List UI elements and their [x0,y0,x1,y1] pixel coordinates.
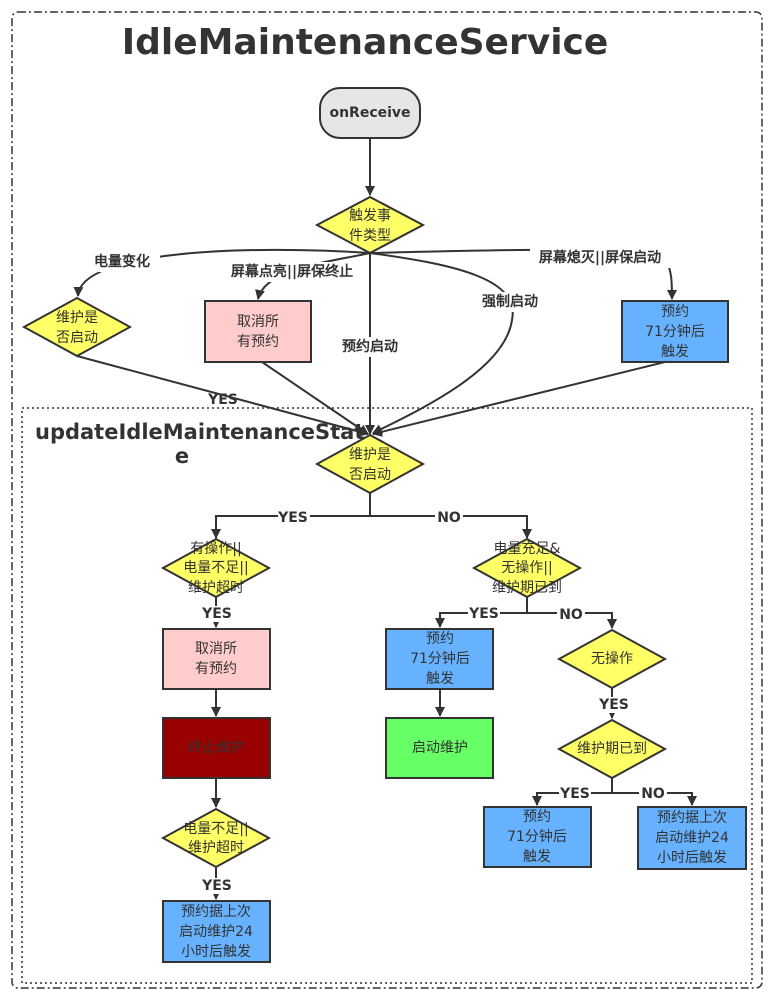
node-label: 预约 [426,631,454,647]
edge-label-no: NO [559,607,583,623]
node-label: 维护超时 [188,580,244,596]
node-cond-start[interactable]: 电量充足& 无操作|| 维护期已到 [471,537,583,599]
node-label: 触发 [661,344,689,360]
edge-label-scheduled-start: 预约启动 [342,338,398,355]
diagram-title: IdleMaintenanceService [122,22,609,63]
service-boundary [11,11,763,989]
node-trigger-type[interactable]: 触发事 件类型 [314,195,426,255]
node-label: 预约据上次 [657,810,727,826]
subprocess-title: updateIdleMaintenanceStat [35,420,364,444]
node-label: 维护期已到 [577,741,647,757]
node-label: 终止维护 [188,740,244,756]
node-label: 预约 [661,304,689,320]
edge-battery-change [73,248,371,297]
node-is-running-main[interactable]: 维护是 否启动 [314,433,426,495]
edge-label-yes: YES [468,606,499,622]
node-label: 维护是 [56,310,98,326]
edge-label-yes: YES [201,878,232,894]
edge-left-yes [76,355,369,437]
node-no-activity[interactable]: 无操作 [556,628,668,690]
edge-cancel-main [261,361,369,435]
node-label: 维护期已到 [492,580,562,596]
node-label: 预约据上次 [181,904,251,920]
subprocess-title-cont: e [175,444,189,468]
node-label: 启动维护24 [655,830,729,846]
node-label: 触发 [426,671,454,687]
edge-label-yes: YES [201,606,232,622]
node-start-label: onReceive [329,105,410,121]
node-schedule-71-bottom[interactable]: 预约 71分钟后 触发 [483,806,592,868]
edges-sub [211,493,697,900]
node-label: 71分钟后 [507,828,567,845]
node-label: 无操作|| [501,560,552,576]
edge-label-yes: YES [559,786,590,802]
edge-label-yes: YES [277,510,308,526]
node-label: 取消所 [195,641,237,657]
node-cond-low-battery[interactable]: 电量不足|| 维护超时 [160,807,272,869]
node-period-reached[interactable]: 维护期已到 [556,718,668,780]
node-label: 电量不足|| [183,560,248,576]
node-start[interactable]: onReceive [319,87,421,139]
node-label: 71分钟后 [410,650,470,667]
node-label: 取消所 [237,314,279,330]
node-schedule-71-top[interactable]: 预约 71分钟后 触发 [621,300,729,363]
node-label: 71分钟后 [645,323,705,340]
edge-label-battery-change: 电量变化 [94,253,150,270]
node-label: 有操作|| [190,541,241,557]
edge-label-yes: YES [598,697,629,713]
edge-forced-start [369,252,514,434]
edge-label-yes: YES [207,392,238,408]
edge-schedule-main [372,361,666,437]
node-label: 无操作 [591,651,633,667]
edge-label-no: NO [437,510,461,526]
node-label: 否启动 [349,467,391,483]
node-cancel-all-mid[interactable]: 取消所 有预约 [162,628,271,690]
node-label: 电量充足& [494,541,561,557]
node-label: 预约 [523,809,551,825]
node-cancel-all-top[interactable]: 取消所 有预约 [204,300,312,363]
edge-label-screen-on: 屏幕点亮||屏保终止 [231,263,353,280]
node-label: 小时后触发 [657,850,727,866]
node-schedule-24h-left[interactable]: 预约据上次 启动维护24 小时后触发 [162,900,271,963]
edge-label-screen-off: 屏幕熄灭||屏保启动 [539,249,661,266]
node-label: 触发 [523,849,551,865]
node-schedule-71-mid[interactable]: 预约 71分钟后 触发 [385,628,494,690]
node-label: 电量不足|| [183,821,248,837]
node-is-running-left[interactable]: 维护是 否启动 [21,296,133,358]
node-stop-maintenance[interactable]: 终止维护 [162,717,271,779]
node-label: 启动维护 [412,740,468,756]
edge-label-no: NO [641,786,665,802]
node-label: 有预约 [237,334,279,350]
node-label: 件类型 [349,228,391,244]
node-label: 启动维护24 [179,924,253,940]
edge-label-forced-start: 强制启动 [482,293,538,310]
node-label: 维护超时 [188,840,244,856]
node-schedule-24h-right[interactable]: 预约据上次 启动维护24 小时后触发 [637,806,747,870]
node-cond-stop[interactable]: 有操作|| 电量不足|| 维护超时 [160,537,272,599]
subprocess-boundary [21,407,753,984]
node-label: 否启动 [56,330,98,346]
node-label: 小时后触发 [181,944,251,960]
edges-top [73,138,677,437]
node-start-maintenance[interactable]: 启动维护 [385,717,494,779]
node-label: 维护是 [349,447,391,463]
node-label: 触发事 [349,208,391,224]
node-label: 有预约 [195,661,237,677]
